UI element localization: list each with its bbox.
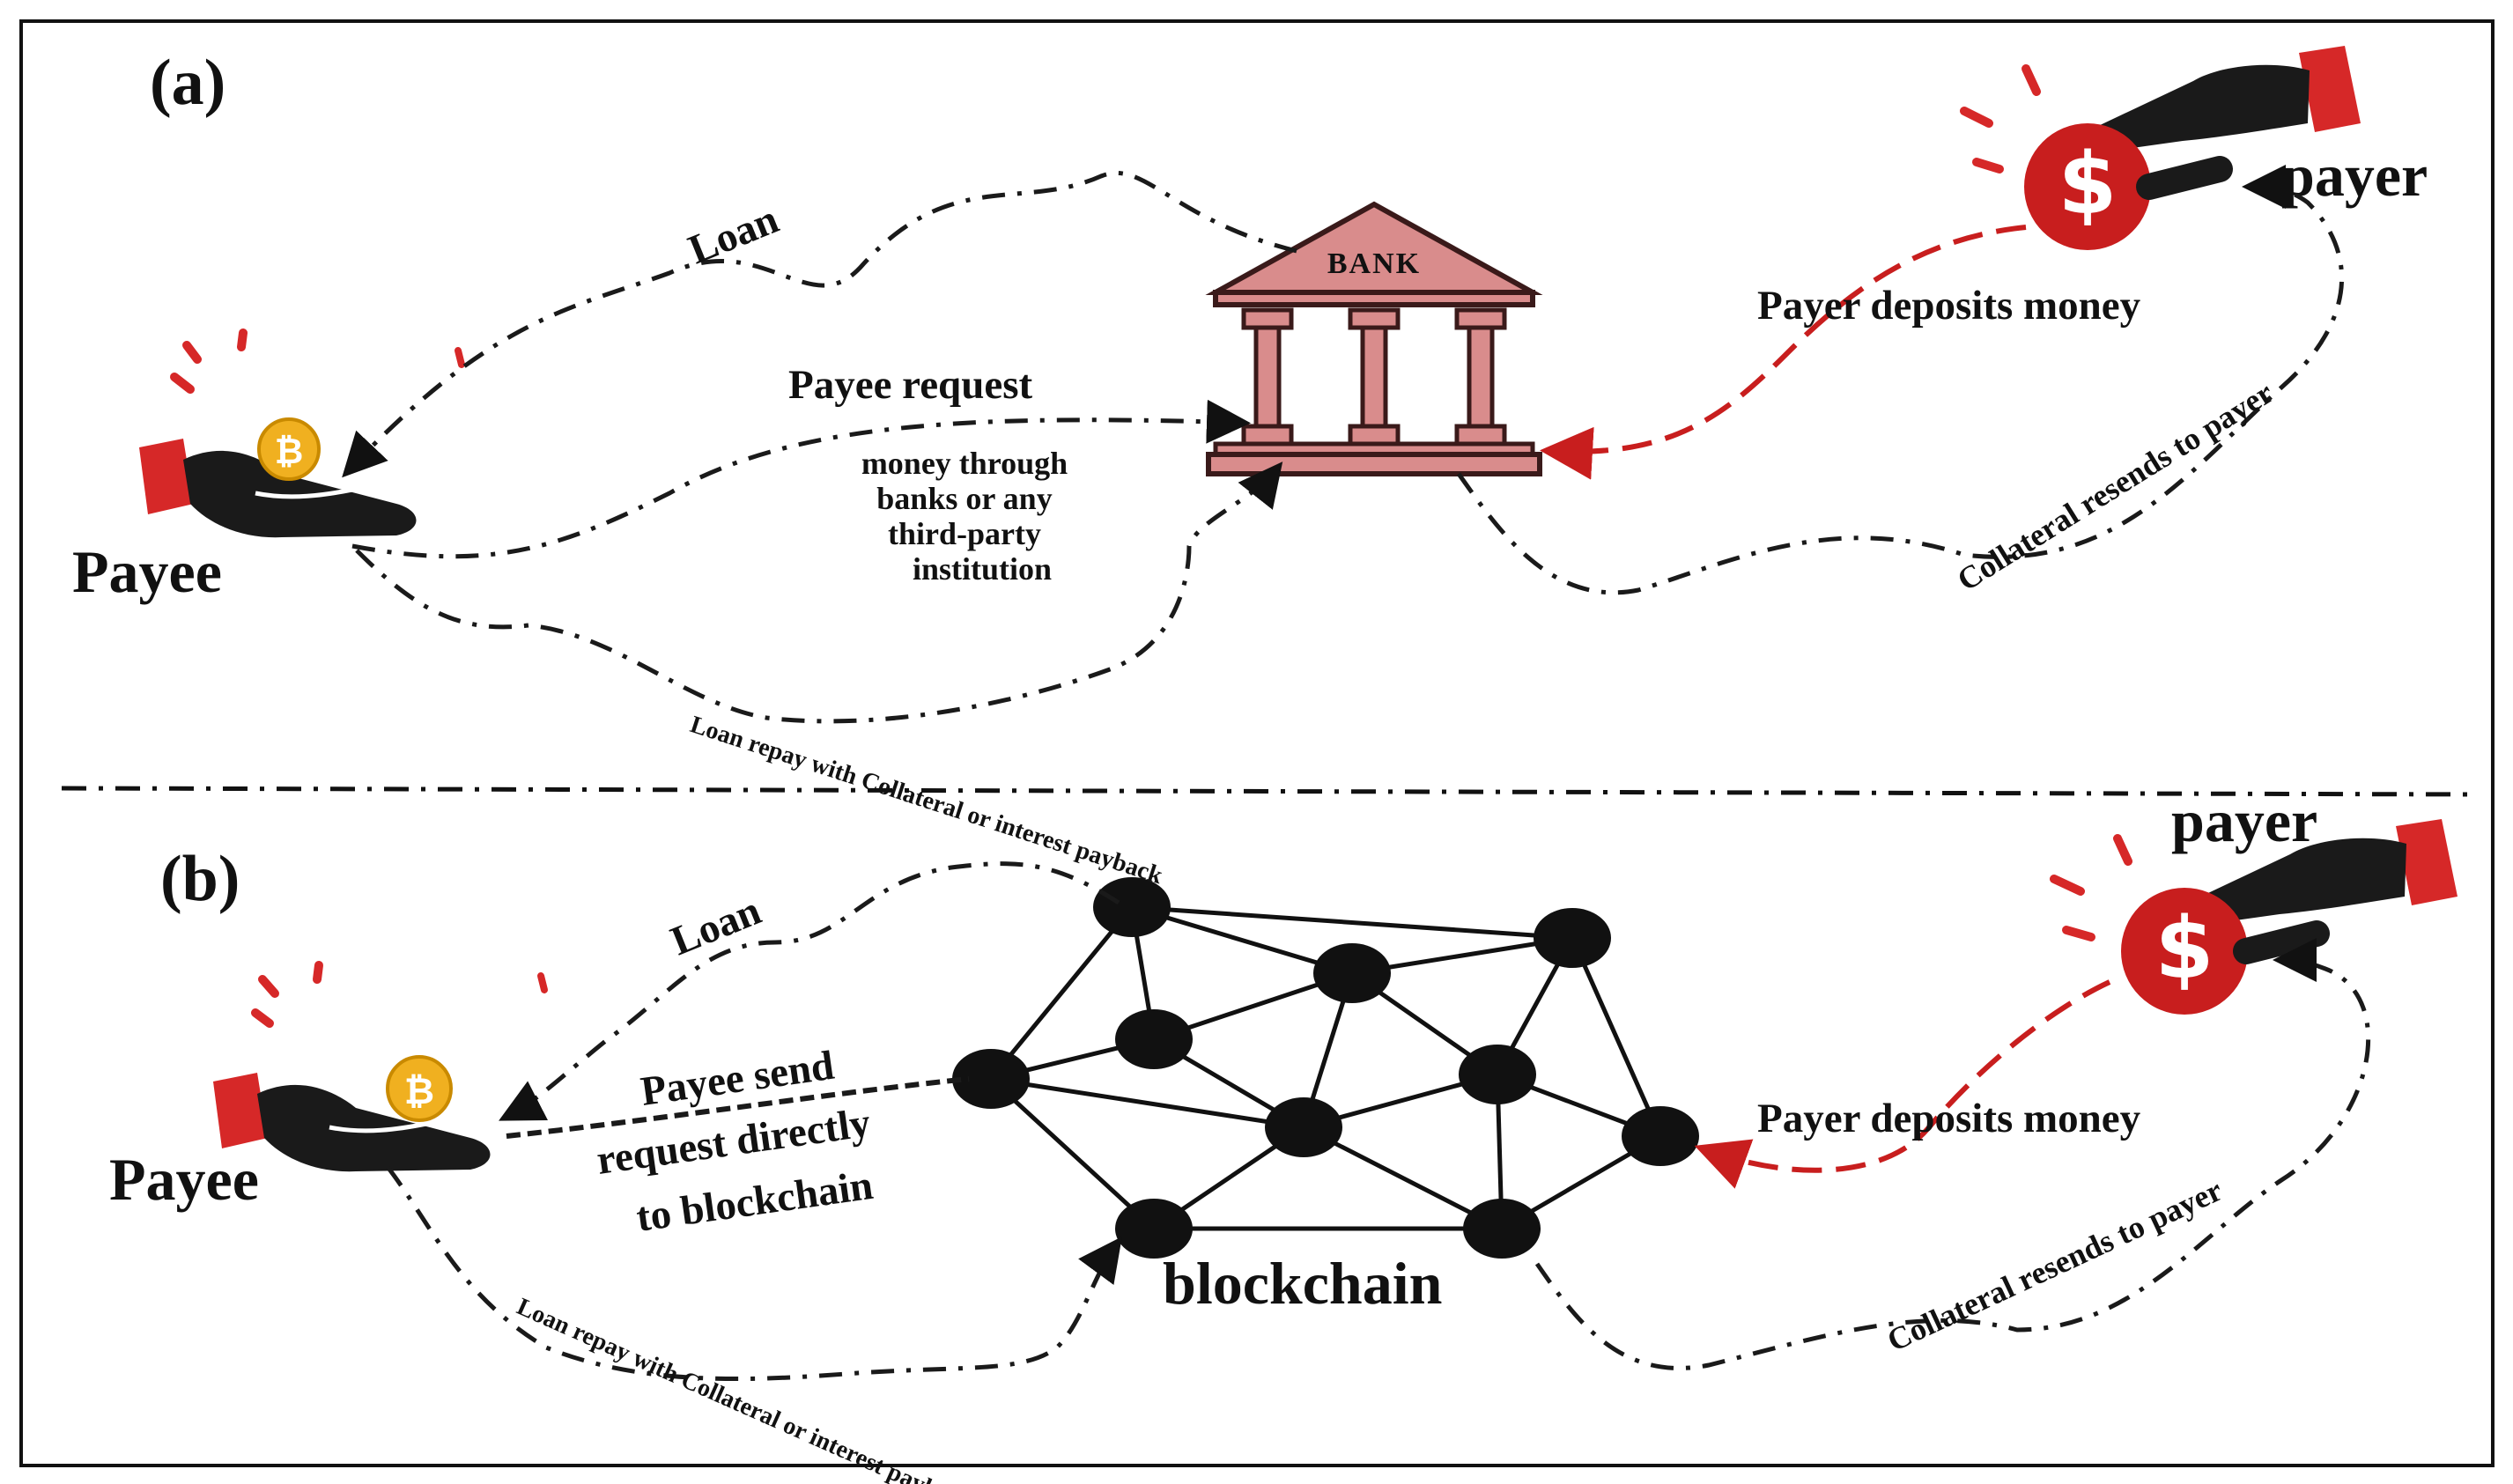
blockchain-network (952, 877, 1699, 1259)
panel-a-label: (a) (150, 47, 225, 119)
blockchain-label: blockchain (1163, 1250, 1442, 1317)
panel-b: (b) ₿ Payee (109, 787, 2458, 1484)
send-line-1: Payee send (638, 1043, 837, 1115)
flow-deposit-b (1694, 979, 2111, 1189)
loan-label-b: Loan (665, 888, 767, 964)
bank-sign: BANK (1327, 247, 1421, 280)
network-node (952, 1049, 1030, 1109)
repay-label-a: Loan repay with Collateral or interest p… (687, 711, 1166, 890)
bank-icon (1205, 201, 1543, 476)
payee-label: Payee (72, 538, 222, 605)
deposit-label-b: Payer deposits money (1757, 1096, 2141, 1141)
via-line-2: banks or any (876, 481, 1052, 516)
svg-text:₿: ₿ (404, 1069, 434, 1112)
network-node (1115, 1009, 1193, 1069)
panel-b-label: (b) (160, 843, 240, 915)
flow-collateral-b (1534, 938, 2371, 1370)
panel-separator (61, 786, 2476, 797)
collateral-label-b: Collateral resends to payer (1881, 1172, 2227, 1358)
network-node (1463, 1199, 1541, 1259)
network-node (1093, 877, 1171, 937)
svg-text:₿: ₿ (275, 432, 304, 472)
deposit-label-a: Payer deposits money (1757, 283, 2141, 329)
svg-text:$: $ (2155, 899, 2214, 998)
loan-label-a: Loan (683, 196, 785, 273)
payer-label: payer (2281, 142, 2428, 209)
payer-hand-icon: $ (1960, 46, 2361, 250)
flow-loan-b (499, 861, 1120, 1121)
network-node (1313, 943, 1391, 1003)
network-node (1459, 1045, 1536, 1104)
payee-label: Payee (109, 1146, 259, 1213)
send-line-3: to blockchain (633, 1163, 876, 1241)
collateral-label-a: Collateral resends to payer (1951, 374, 2280, 597)
network-node (1115, 1199, 1193, 1259)
flow-loan-a (342, 170, 1297, 478)
payer-label: payer (2171, 787, 2317, 854)
bitcoin-coin-icon: ₿ (386, 1055, 453, 1122)
flow-deposit-a (1540, 225, 2027, 480)
network-node (1622, 1106, 1699, 1166)
via-line-3: third-party (888, 516, 1041, 551)
flow-request-a (351, 399, 1251, 559)
via-line-4: institution (913, 551, 1052, 587)
svg-text:$: $ (2058, 135, 2118, 233)
flow-collateral-a (1456, 165, 2345, 595)
payee-hand-icon (139, 329, 465, 538)
payee-request-label: Payee request (788, 362, 1032, 408)
network-node (1534, 908, 1611, 968)
network-nodes (952, 877, 1699, 1259)
flow-repay-a (355, 461, 1283, 724)
payee-hand-icon (213, 961, 548, 1172)
flow-send-b (506, 1076, 970, 1139)
bitcoin-coin-icon: ₿ (257, 417, 321, 481)
via-line-1: money through (861, 446, 1068, 481)
repay-label-b: Loan repay with Collateral or interest p… (513, 1293, 976, 1484)
figure-border (19, 19, 2495, 1467)
panel-a: (a) ₿ Payee (72, 46, 2428, 890)
network-node (1265, 1097, 1342, 1157)
